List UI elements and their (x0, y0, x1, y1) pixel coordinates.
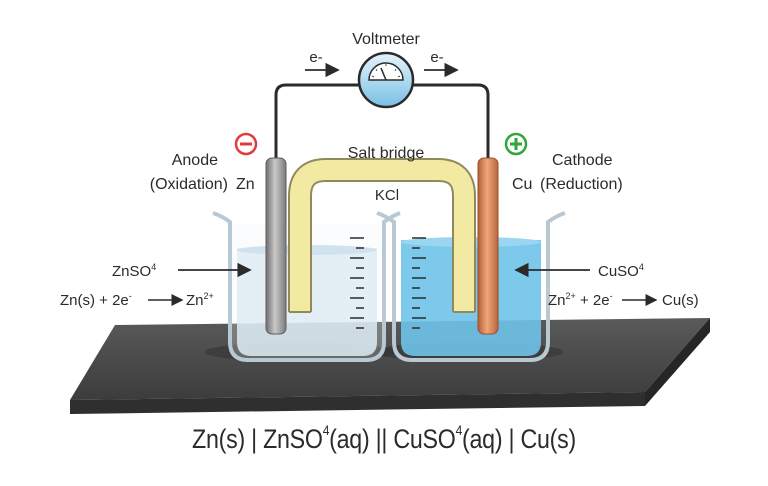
platform (70, 318, 710, 414)
cathode-plus-sign-icon (504, 132, 528, 156)
right-beaker-graduations (412, 237, 426, 329)
kcl-label: KCl (375, 187, 399, 204)
voltmeter-label: Voltmeter (352, 31, 420, 48)
salt-bridge-label: Salt bridge (348, 145, 425, 162)
anode-oxidation-label: (Oxidation) (150, 176, 228, 193)
left-solution-label: ZnSO4 (112, 262, 156, 280)
left-reaction-product: Zn2+ (186, 291, 214, 309)
cathode-reduction-label: (Reduction) (540, 176, 623, 193)
electron-label-right: e- (430, 49, 443, 66)
anode-minus-sign-icon (234, 132, 258, 156)
left-half-reaction: Zn(s) + 2e- (60, 291, 132, 309)
voltmeter (357, 51, 415, 109)
left-beaker-graduations (350, 237, 364, 329)
right-reaction-product: Cu(s) (662, 292, 699, 309)
cathode-metal-label: Cu (512, 176, 532, 193)
salt-bridge (288, 158, 476, 313)
anode-label: Anode (172, 152, 218, 169)
cathode-label: Cathode (552, 152, 613, 169)
right-solution-label: CuSO4 (598, 262, 644, 280)
copper-electrode (477, 157, 499, 335)
cell-notation: Zn(s) | ZnSO4(aq) || CuSO4(aq) | Cu(s) (192, 422, 576, 454)
electron-label-left: e- (309, 49, 322, 66)
external-circuit-wire (274, 83, 490, 158)
zinc-electrode (265, 157, 287, 335)
anode-metal-label: Zn (236, 176, 255, 193)
right-half-reaction: Zn2+ + 2e- (548, 291, 613, 309)
